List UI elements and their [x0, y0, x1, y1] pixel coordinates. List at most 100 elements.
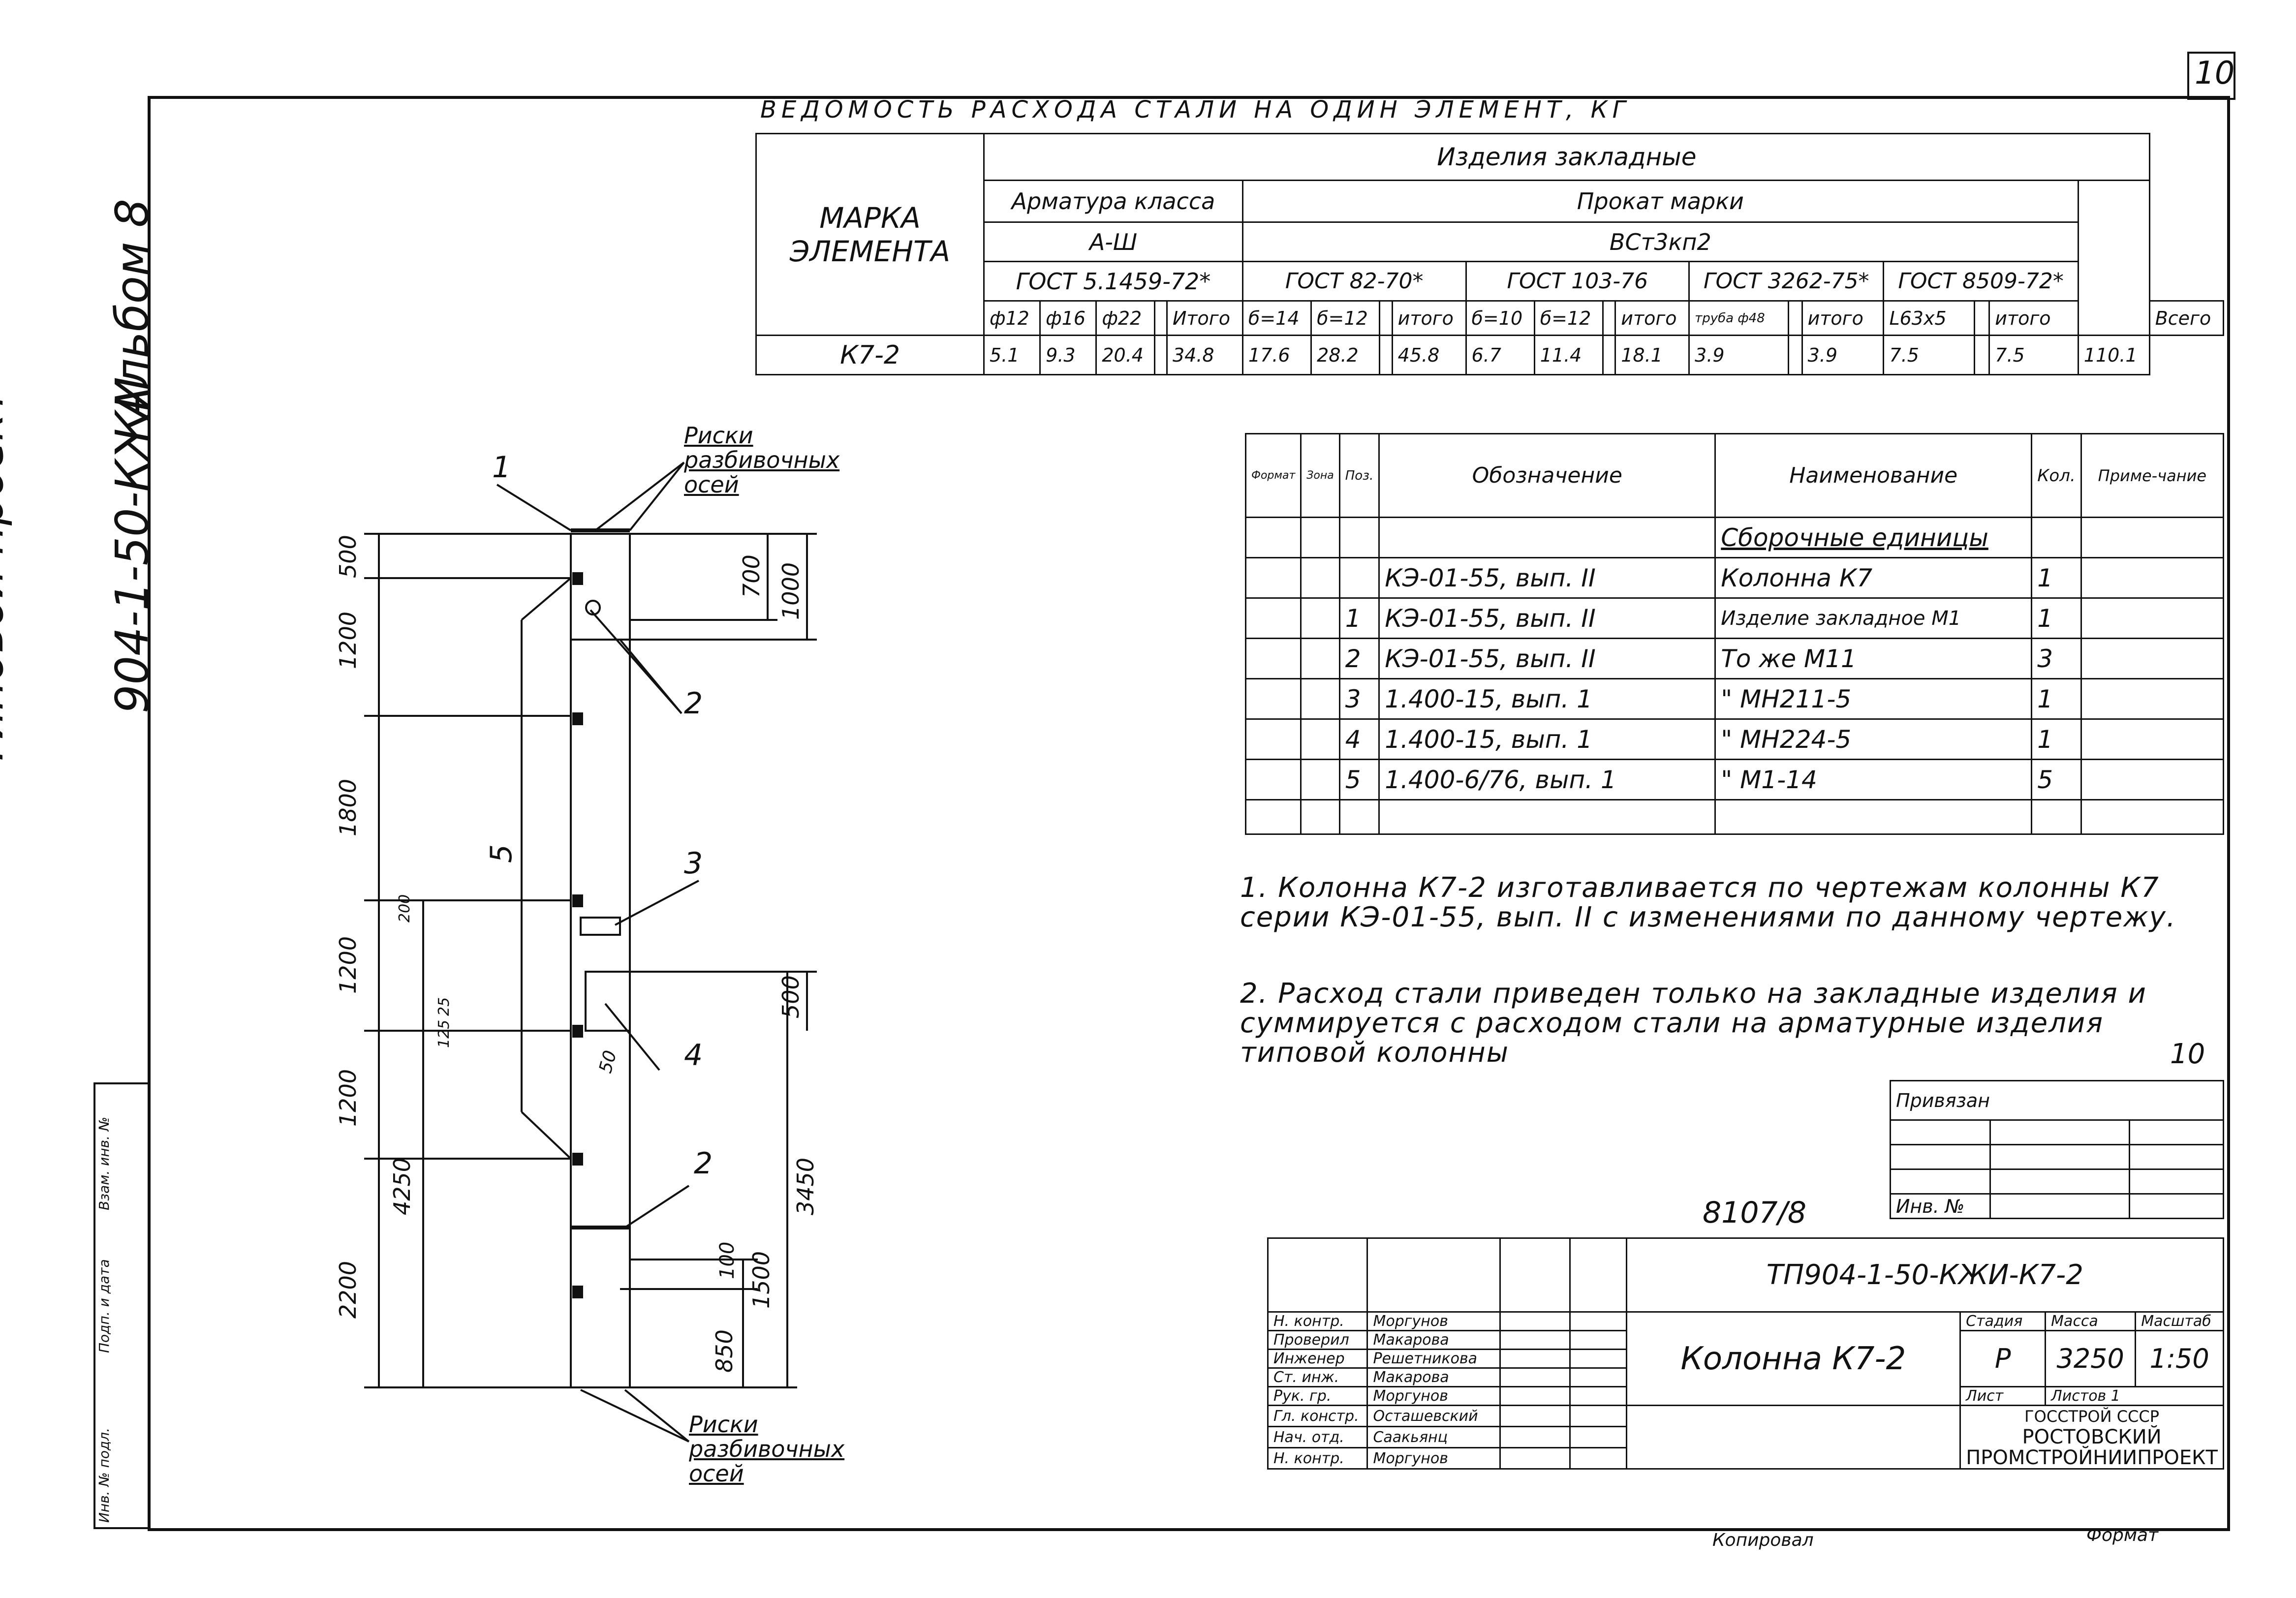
spec-pos: 3	[1338, 678, 1380, 720]
notes-page-mark: 10	[2170, 1038, 2205, 1070]
dim-left-5: 1200	[335, 1069, 361, 1127]
dim-overall: 4250	[389, 1157, 415, 1215]
note-1: 1. Колонна К7-2 изготавливается по черте…	[1240, 872, 2176, 933]
row-val	[1787, 335, 1803, 375]
spec-h-name: Наименование	[1714, 433, 2033, 518]
mark-header-cell: МАРКА ЭЛЕМЕНТА	[755, 133, 985, 336]
stage-value: Р	[1959, 1330, 2047, 1387]
dim-right-700: 700	[738, 554, 765, 598]
inv-label-3: Взам. инв. №	[96, 1116, 112, 1210]
spec-section-title: Сборочные единицы	[1714, 517, 2033, 558]
org-line-2: РОСТОВСКИЙ	[2022, 1426, 2162, 1448]
rolled-header-cell: Прокат марки	[1241, 180, 2079, 223]
spec-h-designation: Обозначение	[1378, 433, 1716, 518]
gost-2: ГОСТ 103-76	[1507, 269, 1648, 294]
callout-4: 4	[684, 1038, 703, 1073]
mark-header: МАРКА ЭЛЕМЕНТА	[789, 201, 951, 268]
scale-header: Масштаб	[2135, 1311, 2224, 1331]
total-spacer	[2077, 180, 2150, 336]
col-h: б=12	[1533, 300, 1604, 336]
armature-header-cell: Арматура класса	[983, 180, 1243, 223]
spec-h-zone: Зона	[1300, 433, 1340, 518]
col-h: б=10	[1465, 300, 1535, 336]
rolled-grade: ВСт3кп2	[1609, 228, 1711, 255]
spec-pos: 2	[1338, 638, 1380, 679]
signer-name: Макарова	[1366, 1330, 1501, 1350]
signer-role: Н. контр.	[1267, 1311, 1368, 1331]
col-h: труба ф48	[1688, 300, 1789, 336]
col-h: Всего	[2148, 300, 2225, 336]
col-h: б=14	[1241, 300, 1312, 336]
steel-col-header-row: ф12 ф16 ф22 Итого б=14 б=12 итого б=10 б…	[756, 300, 2225, 336]
col-h	[1602, 300, 1616, 336]
dim-right-500: 500	[777, 975, 804, 1018]
col-h	[1379, 300, 1393, 336]
spec-name: То же М11	[1714, 638, 2033, 679]
col-h	[1153, 300, 1168, 336]
doc-code: ТП904-1-50-КЖИ-К7-2	[1625, 1237, 2225, 1313]
side-album: Альбом 8	[106, 198, 158, 418]
armature-header: Арматура класса	[1011, 188, 1215, 215]
signer-name: Решетникова	[1366, 1349, 1501, 1369]
org-block: ГОССТРОЙ СССР РОСТОВСКИЙ ПРОМСТРОЙНИИПРО…	[1959, 1405, 2224, 1470]
gost-3: ГОСТ 3262-75*	[1703, 269, 1869, 294]
row-val: 28.2	[1310, 335, 1381, 375]
row-val: 3.9	[1801, 335, 1885, 375]
group-header-cell: Изделия закладные	[983, 133, 2150, 181]
row-val: 6.7	[1465, 335, 1535, 375]
gost-2-cell: ГОСТ 103-76	[1465, 261, 1690, 302]
spec-h-pos: Поз.	[1338, 433, 1380, 518]
dim-right-850: 850	[711, 1329, 738, 1373]
spec-row: 5 1.400-6/76, вып. 1 " М1-14 5	[1244, 759, 2225, 800]
spec-designation: 1.400-15, вып. 1	[1378, 678, 1716, 720]
col-h: L63х5	[1883, 300, 1975, 336]
org-line-1: ГОССТРОЙ СССР	[2024, 1407, 2160, 1426]
spec-pos	[1338, 557, 1380, 599]
inv-no-label: Инв. №	[1890, 1193, 1991, 1219]
row-mark: К7-2	[755, 335, 985, 375]
note-2: 2. Расход стали приведен только на закла…	[1240, 978, 2147, 1069]
spec-designation: КЭ-01-55, вып. II	[1378, 597, 1716, 639]
col-h: Итого	[1166, 300, 1243, 336]
inv-label-1: Инв. № подл.	[96, 1427, 112, 1523]
spec-qty: 1	[2031, 597, 2082, 639]
col-h	[1787, 300, 1803, 336]
side-code-label: 904-1-50-КЖИ	[106, 377, 158, 713]
signer-name: Моргунов	[1366, 1447, 1501, 1470]
row-val: 18.1	[1614, 335, 1690, 375]
spec-row: 2 КЭ-01-55, вып. II То же М11 3	[1244, 638, 2225, 679]
stage-header: Стадия	[1959, 1311, 2047, 1331]
spec-name: Колонна К7	[1714, 557, 2033, 599]
side-project: Типовой проект	[0, 387, 13, 768]
row-val: 11.4	[1533, 335, 1604, 375]
scale-value: 1:50	[2135, 1330, 2224, 1387]
title-block: ТП904-1-50-КЖИ-К7-2 Н. контр. Моргунов К…	[1267, 1237, 2225, 1470]
dim-left-4: 1200	[335, 936, 361, 994]
item-name: Колонна К7-2	[1625, 1311, 1961, 1406]
armature-gost: ГОСТ 5.1459-72*	[1016, 268, 1211, 295]
dim-small-200: 200	[396, 894, 413, 922]
dim-right-3450: 3450	[792, 1157, 819, 1215]
signer-role: Нач. отд.	[1267, 1426, 1368, 1448]
sheet-frame	[148, 96, 2230, 1531]
spec-h-qty: Кол.	[2031, 433, 2082, 518]
signer-role: Проверил	[1267, 1330, 1368, 1350]
signer-role: Рук. гр.	[1267, 1386, 1368, 1406]
row-val: 3.9	[1688, 335, 1789, 375]
col-h: ф16	[1039, 300, 1097, 336]
row-val: 20.4	[1095, 335, 1155, 375]
col-h: итого	[1988, 300, 2079, 336]
callout-3: 3	[684, 846, 703, 881]
signer-name: Моргунов	[1366, 1311, 1501, 1331]
spec-row: 1 КЭ-01-55, вып. II Изделие закладное М1…	[1244, 597, 2225, 639]
spec-qty: 1	[2031, 557, 2082, 599]
signer-role: Гл. констр.	[1267, 1405, 1368, 1427]
spec-section-row: Сборочные единицы	[1244, 517, 2225, 558]
callout-2-bottom: 2	[694, 1146, 713, 1181]
axis-marks-label-top: Риски разбивочных осей	[684, 422, 840, 498]
spec-header-row: Формат Зона Поз. Обозначение Наименовани…	[1244, 433, 2225, 518]
spec-name: " МН211-5	[1714, 678, 2033, 720]
bound-label: Привязан	[1890, 1080, 2224, 1121]
spec-row: 4 1.400-15, вып. 1 " МН224-5 1	[1244, 718, 2225, 760]
spec-qty: 1	[2031, 678, 2082, 720]
